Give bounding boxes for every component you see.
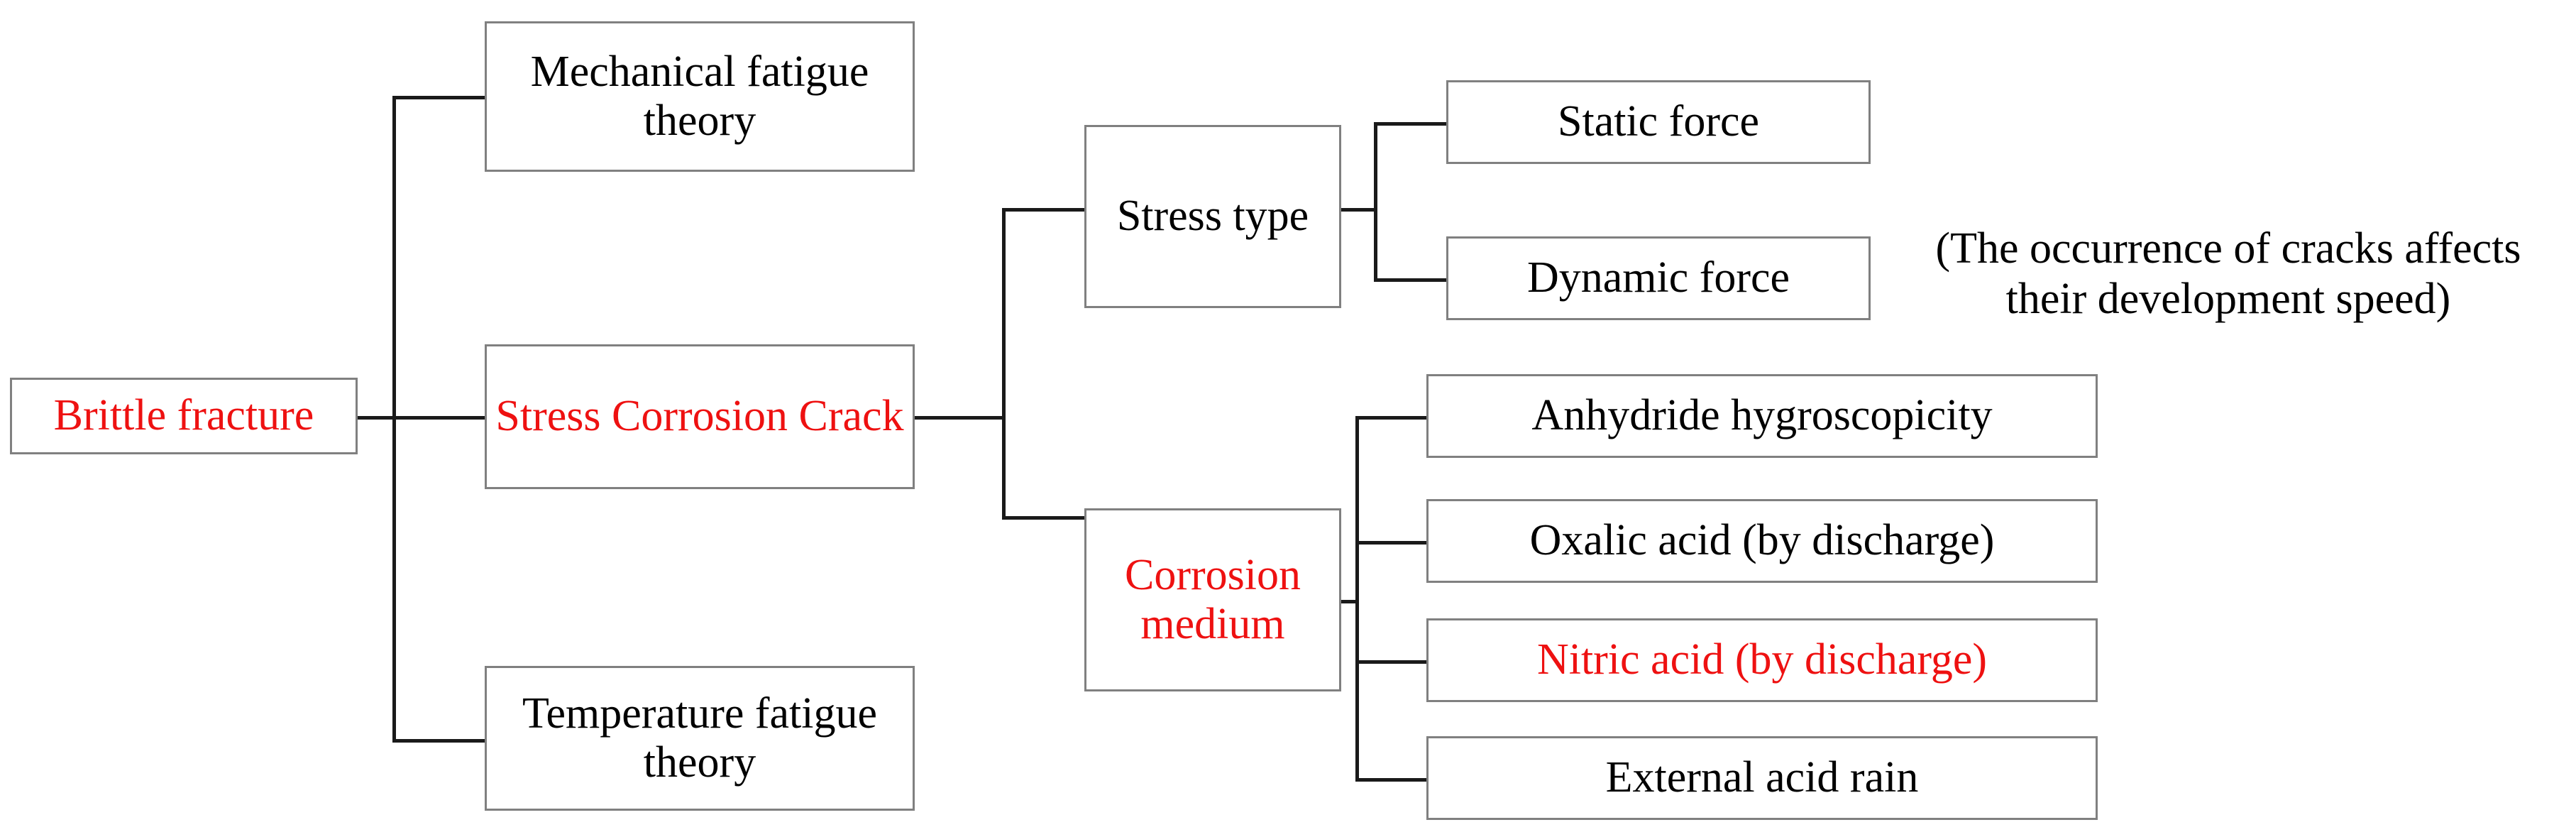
node-temperature-fatigue-theory[interactable]: Temperature fatigue theory — [485, 666, 915, 811]
node-stress-corrosion-crack[interactable]: Stress Corrosion Crack — [485, 344, 915, 489]
node-brittle-fracture[interactable]: Brittle fracture — [10, 378, 358, 454]
connector-branch-mechanical — [392, 96, 486, 99]
connector-stress-type-stub — [1340, 208, 1377, 212]
connector-branch-temperature — [392, 739, 486, 743]
node-anhydride-hygroscopicity[interactable]: Anhydride hygroscopicity — [1426, 374, 2098, 458]
node-corrosion-medium[interactable]: Corrosion medium — [1084, 508, 1341, 691]
connector-branch-corrosion-medium — [1002, 516, 1086, 520]
connector-level3b-trunk — [1355, 416, 1359, 779]
connector-branch-oxalic — [1355, 541, 1428, 545]
node-stress-type[interactable]: Stress type — [1084, 125, 1341, 308]
connector-branch-anhydride — [1355, 416, 1428, 420]
annotation-cracks-note: (The occurrence of cracks affects their … — [1888, 224, 2569, 325]
connector-scc-stub — [912, 416, 1006, 420]
connector-branch-static-force — [1374, 122, 1448, 126]
connector-corrosion-medium-stub — [1340, 600, 1357, 603]
connector-level2-trunk — [1002, 208, 1006, 518]
connector-branch-dynamic-force — [1374, 278, 1448, 282]
connector-branch-nitric — [1355, 660, 1428, 664]
node-dynamic-force[interactable]: Dynamic force — [1446, 236, 1871, 320]
node-mechanical-fatigue-theory[interactable]: Mechanical fatigue theory — [485, 21, 915, 172]
annotation-line-1: (The occurrence of cracks affects — [1935, 224, 2521, 273]
connector-branch-acid-rain — [1355, 778, 1428, 782]
node-oxalic-acid[interactable]: Oxalic acid (by discharge) — [1426, 499, 2098, 583]
connector-root-stub — [357, 416, 395, 420]
connector-branch-stress-corrosion — [392, 416, 486, 420]
node-nitric-acid[interactable]: Nitric acid (by discharge) — [1426, 618, 2098, 702]
node-static-force[interactable]: Static force — [1446, 80, 1871, 164]
connector-level3a-trunk — [1374, 122, 1377, 280]
annotation-line-2: their development speed) — [2005, 275, 2451, 324]
node-external-acid-rain[interactable]: External acid rain — [1426, 736, 2098, 820]
connector-branch-stress-type — [1002, 208, 1086, 212]
